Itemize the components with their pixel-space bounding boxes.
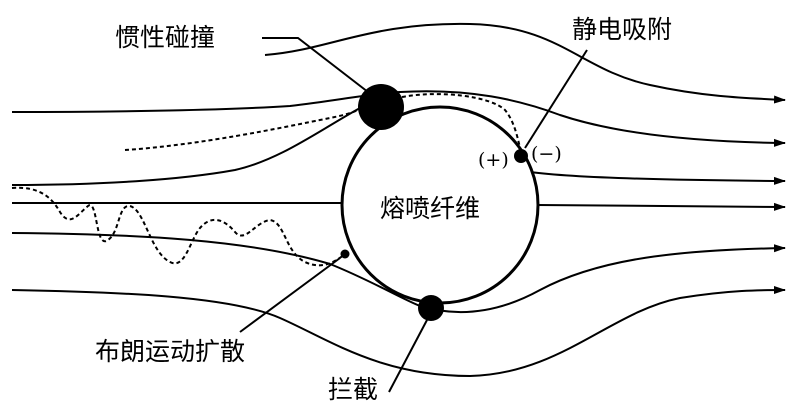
streamline-3-exit: [529, 171, 786, 185]
inertial-trajectory: [124, 107, 363, 151]
streamline-1: [264, 22, 786, 104]
streamline-3: [11, 107, 361, 186]
streamline-6: [11, 286, 786, 378]
label-electrostatic-attraction: 静电吸附: [572, 15, 672, 44]
streamline-4-right: [536, 202, 786, 211]
leader-inertial: [262, 37, 369, 93]
particle-trajectories: [11, 93, 522, 267]
interception-particle: [418, 295, 444, 321]
leader-interception: [388, 319, 428, 393]
brownian-particle: [340, 249, 350, 259]
label-charge-negative: (−): [531, 143, 562, 165]
leader-brownian: [239, 257, 341, 333]
electrostatic-trajectory: [401, 93, 522, 153]
label-charge-positive: (+): [478, 149, 509, 171]
label-interception: 拦截: [328, 375, 378, 404]
streamline-2: [11, 90, 786, 147]
inertial-particle: [358, 84, 404, 130]
brownian-trajectory: [11, 186, 346, 267]
label-inertial-impaction: 惯性碰撞: [115, 23, 215, 52]
label-fiber: 熔喷纤维: [380, 194, 480, 223]
leader-lines: [239, 37, 588, 393]
leader-electrostatic: [524, 49, 588, 149]
electrostatic-particle: [514, 149, 528, 163]
label-brownian-diffusion: 布朗运动扩散: [95, 337, 245, 366]
